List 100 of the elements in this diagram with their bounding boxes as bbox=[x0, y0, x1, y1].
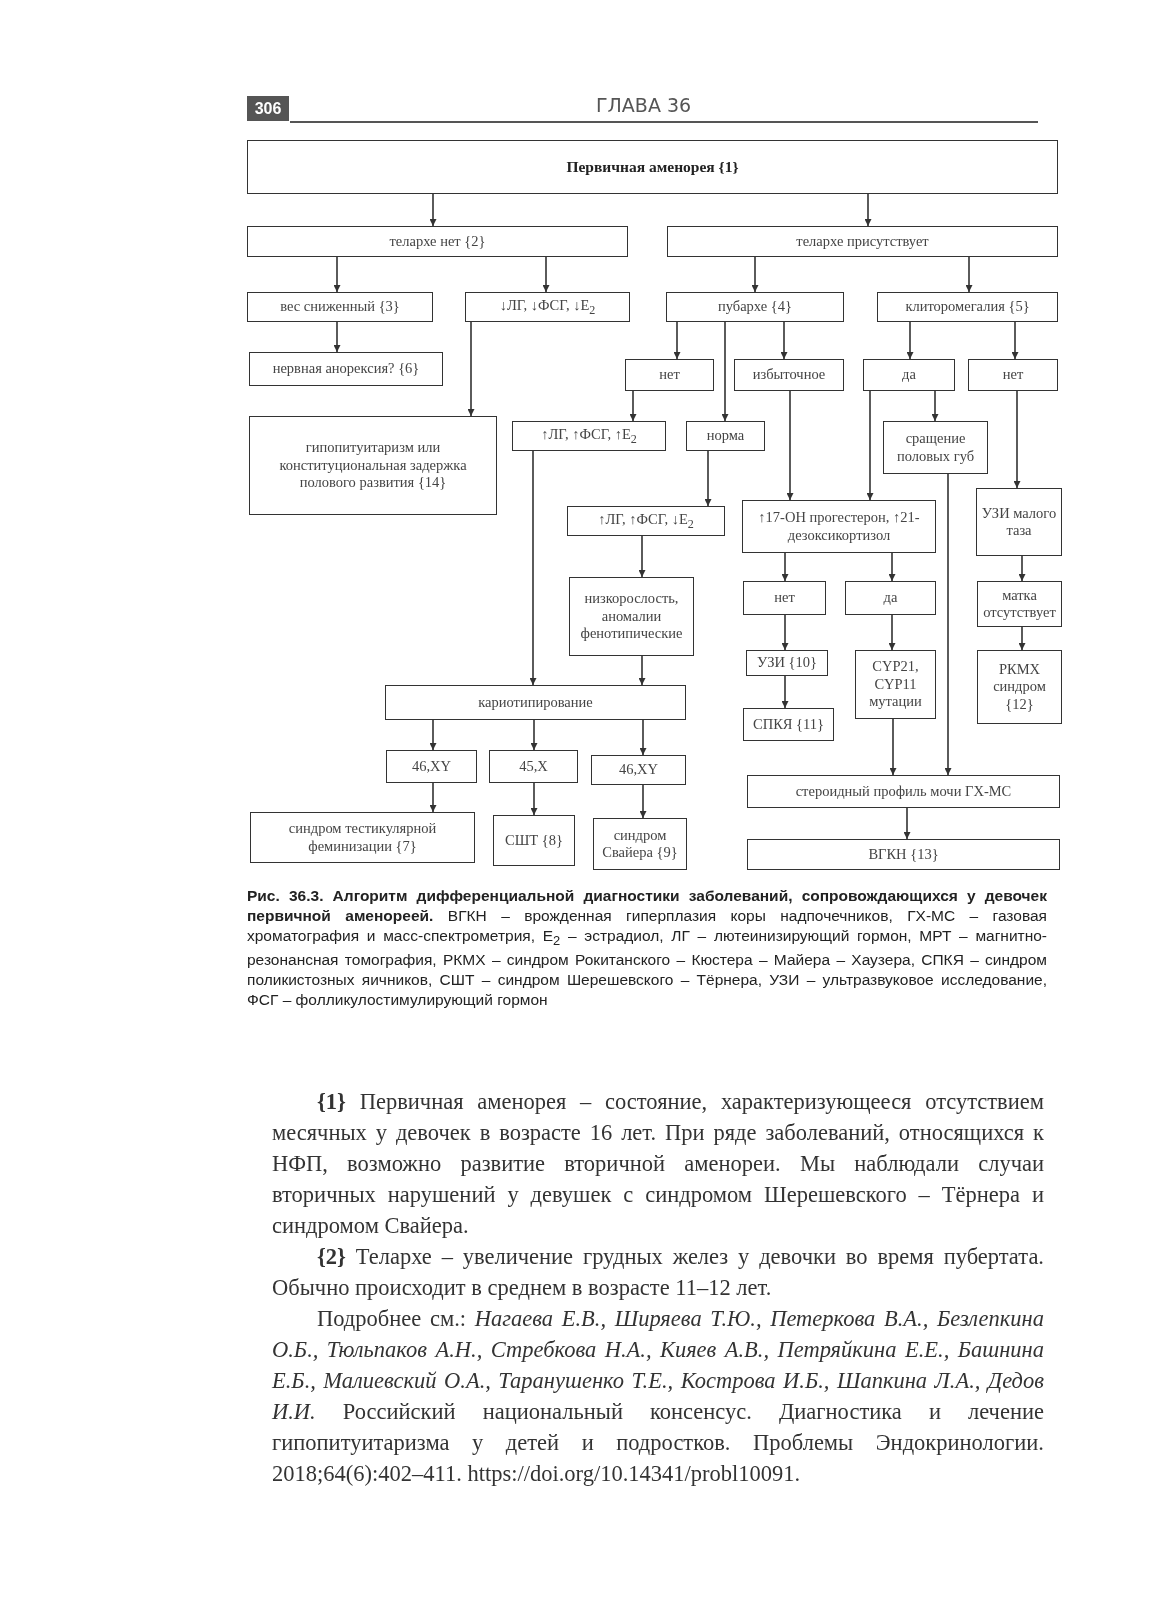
arrow bbox=[333, 321, 341, 353]
arrow bbox=[530, 719, 538, 751]
process-box bbox=[743, 581, 826, 615]
arrow bbox=[529, 450, 537, 686]
node-text: синдром Свайера {9} bbox=[601, 826, 679, 862]
node-text: стероидный профиль мочи ГХ-МС bbox=[795, 782, 1012, 801]
process-box bbox=[593, 818, 687, 870]
node-text: низкорослость, аномалии фенотипические bbox=[579, 590, 684, 643]
process-box bbox=[845, 581, 936, 615]
process-box bbox=[567, 506, 725, 536]
arrow bbox=[542, 256, 550, 293]
process-box bbox=[489, 750, 578, 783]
arrow bbox=[781, 675, 789, 709]
node-text: сращение половых губ bbox=[895, 430, 976, 465]
node-text: РКМХ синдром {12} bbox=[992, 660, 1047, 714]
process-box bbox=[883, 421, 988, 474]
process-box bbox=[512, 421, 666, 451]
paragraph: {1} Первичная аменорея – состояние, характеризующееся отсутствием месячных у девочек в возрасте 16 лет. При ряде заболеваний, относящихся к НФП, возможно развитие вторичной аменореи. Мы наблюдали случаи вторичных нарушений у девушек с синдромом Шерешевского – Тёрнера и синдромом Свайера. bbox=[272, 1088, 1044, 1240]
node-text: вес сниженный {3} bbox=[280, 298, 400, 316]
arrow bbox=[889, 718, 897, 776]
process-box bbox=[743, 708, 834, 741]
process-box bbox=[666, 292, 844, 322]
node-text: нет bbox=[659, 366, 680, 384]
node-text: телархе присутствует bbox=[796, 232, 929, 251]
process-box bbox=[667, 226, 1058, 257]
node-text: 46,XY bbox=[411, 757, 452, 776]
node-text: матка отсутствует bbox=[982, 586, 1057, 622]
process-box bbox=[591, 755, 686, 785]
arrow bbox=[639, 784, 647, 819]
page-number: 306 bbox=[247, 96, 289, 121]
process-box bbox=[686, 421, 765, 451]
process-box bbox=[247, 292, 433, 322]
node-text: СШТ {8} bbox=[505, 831, 563, 850]
paragraph: Подробнее см.: Нагаева Е.В., Ширяева Т.Ю., Петеркова В.А., Безлепкина О.Б., Тюльпаков А.Н., Стребкова Н.А., Кияев А.В., Петряйкина Е.Е., Башнина Е.Б., Малиевский О.А., Таранушенко Т.Е., Кострова И.Б., Шапкина Л.А., Дедов И.И. Российский национальный консенсус. Диагностика и лечение гипопитуитаризма у детей и подростков. Проблемы Эндокринологии. 2018;64(6):402–411. https://doi.org/10.14341/probl10091. bbox=[272, 1305, 1044, 1488]
process-box bbox=[249, 416, 497, 515]
node-text: норма bbox=[706, 427, 745, 445]
arrow bbox=[1018, 555, 1026, 582]
node-text: нервная анорексия? {6} bbox=[272, 360, 420, 378]
node-text: ↑ЛГ, ↑ФСГ, ↓E$_{2}$ bbox=[598, 510, 694, 532]
arrow bbox=[866, 390, 874, 501]
node-text: да bbox=[902, 366, 916, 384]
arrow bbox=[530, 782, 538, 816]
arrow bbox=[673, 321, 681, 360]
arrow bbox=[781, 614, 789, 651]
node-text: ↓ЛГ, ↓ФСГ, ↓E$_{2}$ bbox=[499, 296, 596, 318]
process-box bbox=[625, 359, 714, 391]
arrow bbox=[781, 552, 789, 582]
arrow bbox=[429, 193, 437, 227]
arrow bbox=[944, 473, 952, 776]
arrow bbox=[903, 807, 911, 840]
arrow bbox=[780, 321, 788, 360]
node-text: избыточное bbox=[752, 366, 826, 384]
arrow bbox=[906, 321, 914, 360]
arrow bbox=[333, 256, 341, 293]
node-text: синдром тестикулярной феминизации {7} bbox=[287, 820, 438, 855]
node-text: телархе нет {2} bbox=[389, 232, 486, 251]
process-box bbox=[863, 359, 955, 391]
arrow bbox=[429, 719, 437, 751]
node-text: клиторомегалия {5} bbox=[905, 298, 1030, 316]
node-text: СПКЯ {11} bbox=[753, 715, 824, 734]
process-box bbox=[976, 488, 1062, 556]
node-text: пубархе {4} bbox=[718, 298, 792, 316]
process-box bbox=[385, 685, 686, 720]
paragraph: {2} Телархе – увеличение грудных желез у девочки во время пубертата. Обычно происходит в среднем в возрасте 11–12 лет. bbox=[272, 1243, 1044, 1302]
process-box bbox=[855, 650, 936, 719]
arrow bbox=[751, 256, 759, 293]
process-box bbox=[877, 292, 1058, 322]
process-box bbox=[746, 650, 828, 676]
arrow bbox=[639, 719, 647, 756]
arrow bbox=[888, 614, 896, 651]
process-box bbox=[493, 815, 575, 866]
node-text: да bbox=[883, 589, 898, 607]
node-text: нет bbox=[774, 589, 795, 607]
process-box bbox=[250, 812, 475, 863]
node-text: ↑17-ОН прогестерон, ↑21-дезоксикортизол bbox=[757, 509, 921, 544]
arrow bbox=[1013, 390, 1021, 489]
node-text: нет bbox=[1002, 366, 1024, 384]
arrow bbox=[638, 655, 646, 686]
process-box bbox=[747, 839, 1060, 870]
process-box bbox=[747, 775, 1060, 808]
process-box bbox=[247, 140, 1058, 194]
process-box bbox=[247, 226, 628, 257]
process-box bbox=[569, 577, 694, 656]
node-text: 46,XY bbox=[618, 761, 659, 779]
node-text: УЗИ {10} bbox=[757, 654, 817, 672]
arrow bbox=[965, 256, 973, 293]
running-header: ГЛАВА 36 bbox=[596, 94, 692, 116]
process-box bbox=[465, 292, 630, 322]
node-text: гипопитуитаризм или конституциональная задержка полового развития {14} bbox=[278, 439, 468, 492]
node-text: Первичная аменорея {1} bbox=[566, 157, 739, 177]
arrow bbox=[864, 193, 872, 227]
arrow bbox=[704, 450, 712, 507]
arrow bbox=[786, 390, 794, 501]
node-text: УЗИ малого таза bbox=[980, 504, 1058, 540]
process-box bbox=[977, 650, 1062, 724]
node-text: ↑ЛГ, ↑ФСГ, ↑E$_{2}$ bbox=[541, 425, 637, 447]
process-box bbox=[734, 359, 844, 391]
figure-caption: Рис. 36.3. Алгоритм дифференциальной диагностики заболеваний, сопровождающихся у девочек первичной аменореей. ВГКН – врожденная гиперплазия коры надпочечников, ГХ-МС – газовая хроматография и масс-спектрометрия, E$_{2}$ – эстрадиол, ЛГ – лютеинизирующий гормон, МРТ – магнитно-резонансная томография, РКМХ – синдром Рокитанского – Кюстера – Майера – Хаузера, СПКЯ – синдром поликистозных яичников, СШТ – синдром Шерешевского – Тёрнера, УЗИ – ультразвуковое исследование, ФСГ – фолликулостимулирующий гормон bbox=[247, 886, 1047, 1011]
node-text: 45,X bbox=[519, 757, 548, 776]
arrow bbox=[1018, 626, 1026, 651]
